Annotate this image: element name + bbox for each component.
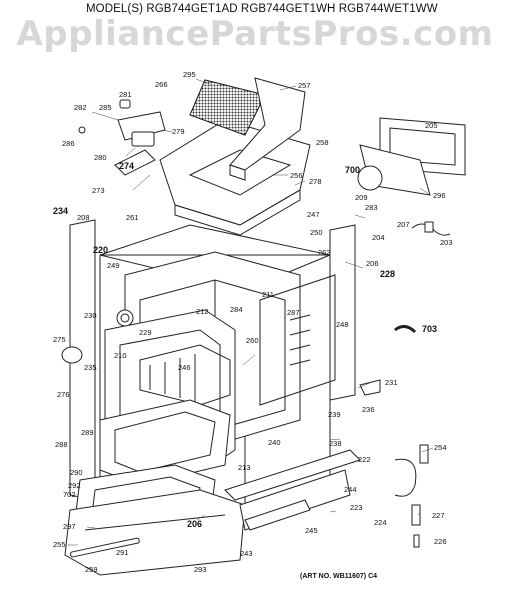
callout-229: 229 xyxy=(139,328,152,337)
callout-220: 220 xyxy=(93,245,108,255)
callout-249: 249 xyxy=(107,261,120,270)
callout-222: 222 xyxy=(358,455,371,464)
callout-231: 231 xyxy=(385,378,398,387)
callout-235: 235 xyxy=(84,363,97,372)
callout-234: 234 xyxy=(53,206,68,216)
callout-248: 248 xyxy=(336,320,349,329)
callout-285: 285 xyxy=(99,103,112,112)
callout-223: 223 xyxy=(350,503,363,512)
callout-290: 290 xyxy=(70,468,83,477)
top-shield-273 xyxy=(114,149,156,176)
callout-282: 282 xyxy=(74,103,87,112)
callout-292: 292 xyxy=(68,481,81,490)
callout-230: 230 xyxy=(84,311,97,320)
callout-702: 702 xyxy=(63,490,76,499)
model-list: MODEL(S) RGB744GET1AD RGB744GET1WH RGB74… xyxy=(86,3,438,15)
callout-288: 288 xyxy=(55,440,68,449)
callout-227: 227 xyxy=(432,511,445,520)
callout-240: 240 xyxy=(268,438,281,447)
callout-293: 293 xyxy=(194,565,207,574)
cover-plate-295 xyxy=(189,79,266,136)
callout-278: 278 xyxy=(309,177,322,186)
callout-245: 245 xyxy=(305,526,318,535)
callout-297: 297 xyxy=(63,522,76,531)
callout-labels: 266 295 257 281 282 285 279 286 280 274 … xyxy=(53,70,453,574)
callout-256: 256 xyxy=(290,171,303,180)
drawer-handle-291 xyxy=(70,537,140,558)
callout-243: 243 xyxy=(240,549,253,558)
callout-207: 207 xyxy=(397,220,410,229)
callout-262: 262 xyxy=(318,248,331,257)
callout-206-bold: 206 xyxy=(187,519,202,529)
door-knob-275 xyxy=(61,346,83,364)
callout-250: 250 xyxy=(310,228,323,237)
callout-275: 275 xyxy=(53,335,66,344)
vent-duct-257 xyxy=(229,77,306,181)
callout-244: 244 xyxy=(344,485,357,494)
wire-harness-203 xyxy=(411,221,451,236)
callout-289: 289 xyxy=(81,428,94,437)
igniter-assembly-279 xyxy=(78,99,166,147)
callout-211: 211 xyxy=(262,290,274,299)
bottom-base-293 xyxy=(64,489,246,576)
callout-260: 260 xyxy=(246,336,259,345)
callout-284: 284 xyxy=(230,305,243,314)
callout-213: 213 xyxy=(238,463,251,472)
callout-247: 247 xyxy=(307,210,320,219)
callout-258: 258 xyxy=(316,138,329,147)
callout-257: 257 xyxy=(298,81,311,90)
callout-273: 273 xyxy=(92,186,105,195)
gas-regulator-254 xyxy=(394,444,429,497)
callout-700: 700 xyxy=(345,165,360,175)
callout-208: 208 xyxy=(77,213,90,222)
callout-286: 286 xyxy=(62,139,75,148)
bracket-231 xyxy=(359,379,381,396)
callout-239: 239 xyxy=(328,410,341,419)
callout-254: 254 xyxy=(434,443,447,452)
art-number: (ART NO. WB11607) C4 xyxy=(300,573,378,580)
burner-230 xyxy=(116,309,134,327)
callout-203: 203 xyxy=(440,238,453,247)
callout-224: 224 xyxy=(374,518,387,527)
callout-279: 279 xyxy=(172,127,185,136)
callout-276: 276 xyxy=(57,390,70,399)
callout-261: 261 xyxy=(126,213,139,222)
side-panel-right xyxy=(259,224,356,406)
callout-283: 283 xyxy=(365,203,378,212)
callout-246: 246 xyxy=(178,363,191,372)
leader-lines xyxy=(68,78,434,546)
oven-rack xyxy=(139,344,231,406)
callout-280: 280 xyxy=(94,153,107,162)
callout-266: 266 xyxy=(155,80,168,89)
broiler-drawer xyxy=(99,399,231,486)
leveling-leg-227 xyxy=(411,504,421,548)
callout-226: 226 xyxy=(434,537,447,546)
callout-206: 206 xyxy=(366,259,379,268)
callout-259: 259 xyxy=(85,565,98,574)
callout-236: 236 xyxy=(362,405,375,414)
callout-296: 296 xyxy=(433,191,446,200)
callout-205: 205 xyxy=(425,121,438,130)
kick-panel-240 xyxy=(224,449,361,531)
diagram-header: MODEL(S) RGB744GET1AD RGB744GET1WH RGB74… xyxy=(0,0,510,20)
callout-210: 210 xyxy=(114,351,127,360)
callout-281: 281 xyxy=(119,90,132,99)
callout-291: 291 xyxy=(116,548,129,557)
callout-295: 295 xyxy=(183,70,196,79)
right-side-channels xyxy=(289,314,311,366)
callout-274: 274 xyxy=(119,161,134,171)
callout-212: 212 xyxy=(196,307,209,316)
hose-703 xyxy=(394,325,417,334)
callout-238: 238 xyxy=(329,439,342,448)
callout-204: 204 xyxy=(372,233,385,242)
callout-703: 703 xyxy=(422,324,437,334)
callout-209: 209 xyxy=(355,193,368,202)
watermark-text: AppliancePartsPros.com xyxy=(16,14,494,54)
callout-228: 228 xyxy=(380,269,395,279)
callout-287: 287 xyxy=(287,308,300,317)
callout-255: 255 xyxy=(53,540,66,549)
